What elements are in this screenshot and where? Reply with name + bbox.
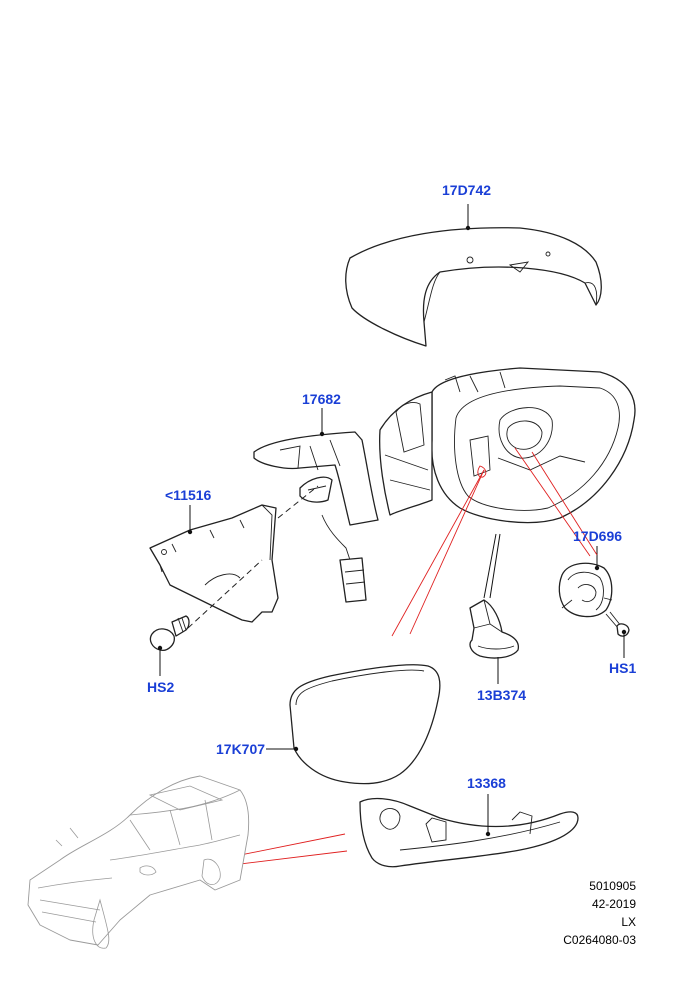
callout-hs1[interactable]: HS1 — [609, 660, 637, 676]
callout-17k707[interactable]: 17K707 — [216, 741, 266, 757]
callout-13b374[interactable]: 13B374 — [477, 687, 527, 703]
indicator-part[interactable] — [359, 797, 579, 868]
callout-17d696[interactable]: 17D696 — [573, 528, 623, 544]
reference-line-4: C0264080-03 — [563, 933, 636, 947]
callout-hs2[interactable]: HS2 — [147, 679, 175, 695]
callout-13368[interactable]: 13368 — [467, 775, 506, 791]
callout-11516[interactable]: <11516 — [165, 487, 212, 503]
vehicle-illustration — [27, 775, 250, 949]
reference-line-1: 5010905 — [589, 879, 636, 893]
screw-hs1-part[interactable] — [605, 611, 630, 637]
reference-line-3: LX — [621, 915, 636, 929]
mirror-housing-part[interactable] — [379, 367, 636, 524]
motor-part[interactable] — [558, 562, 613, 618]
puddle-lamp-part[interactable] — [469, 599, 520, 659]
callout-17d742[interactable]: 17D742 — [442, 182, 492, 198]
mirror-cap-part[interactable] — [345, 227, 602, 347]
mirror-glass-part[interactable] — [289, 664, 441, 785]
bracket-part[interactable] — [149, 504, 279, 623]
reference-line-2: 42-2019 — [591, 897, 636, 911]
bolt-hs2-part[interactable] — [149, 615, 190, 651]
callout-17682[interactable]: 17682 — [302, 391, 341, 407]
mirror-base-part[interactable] — [253, 431, 379, 603]
